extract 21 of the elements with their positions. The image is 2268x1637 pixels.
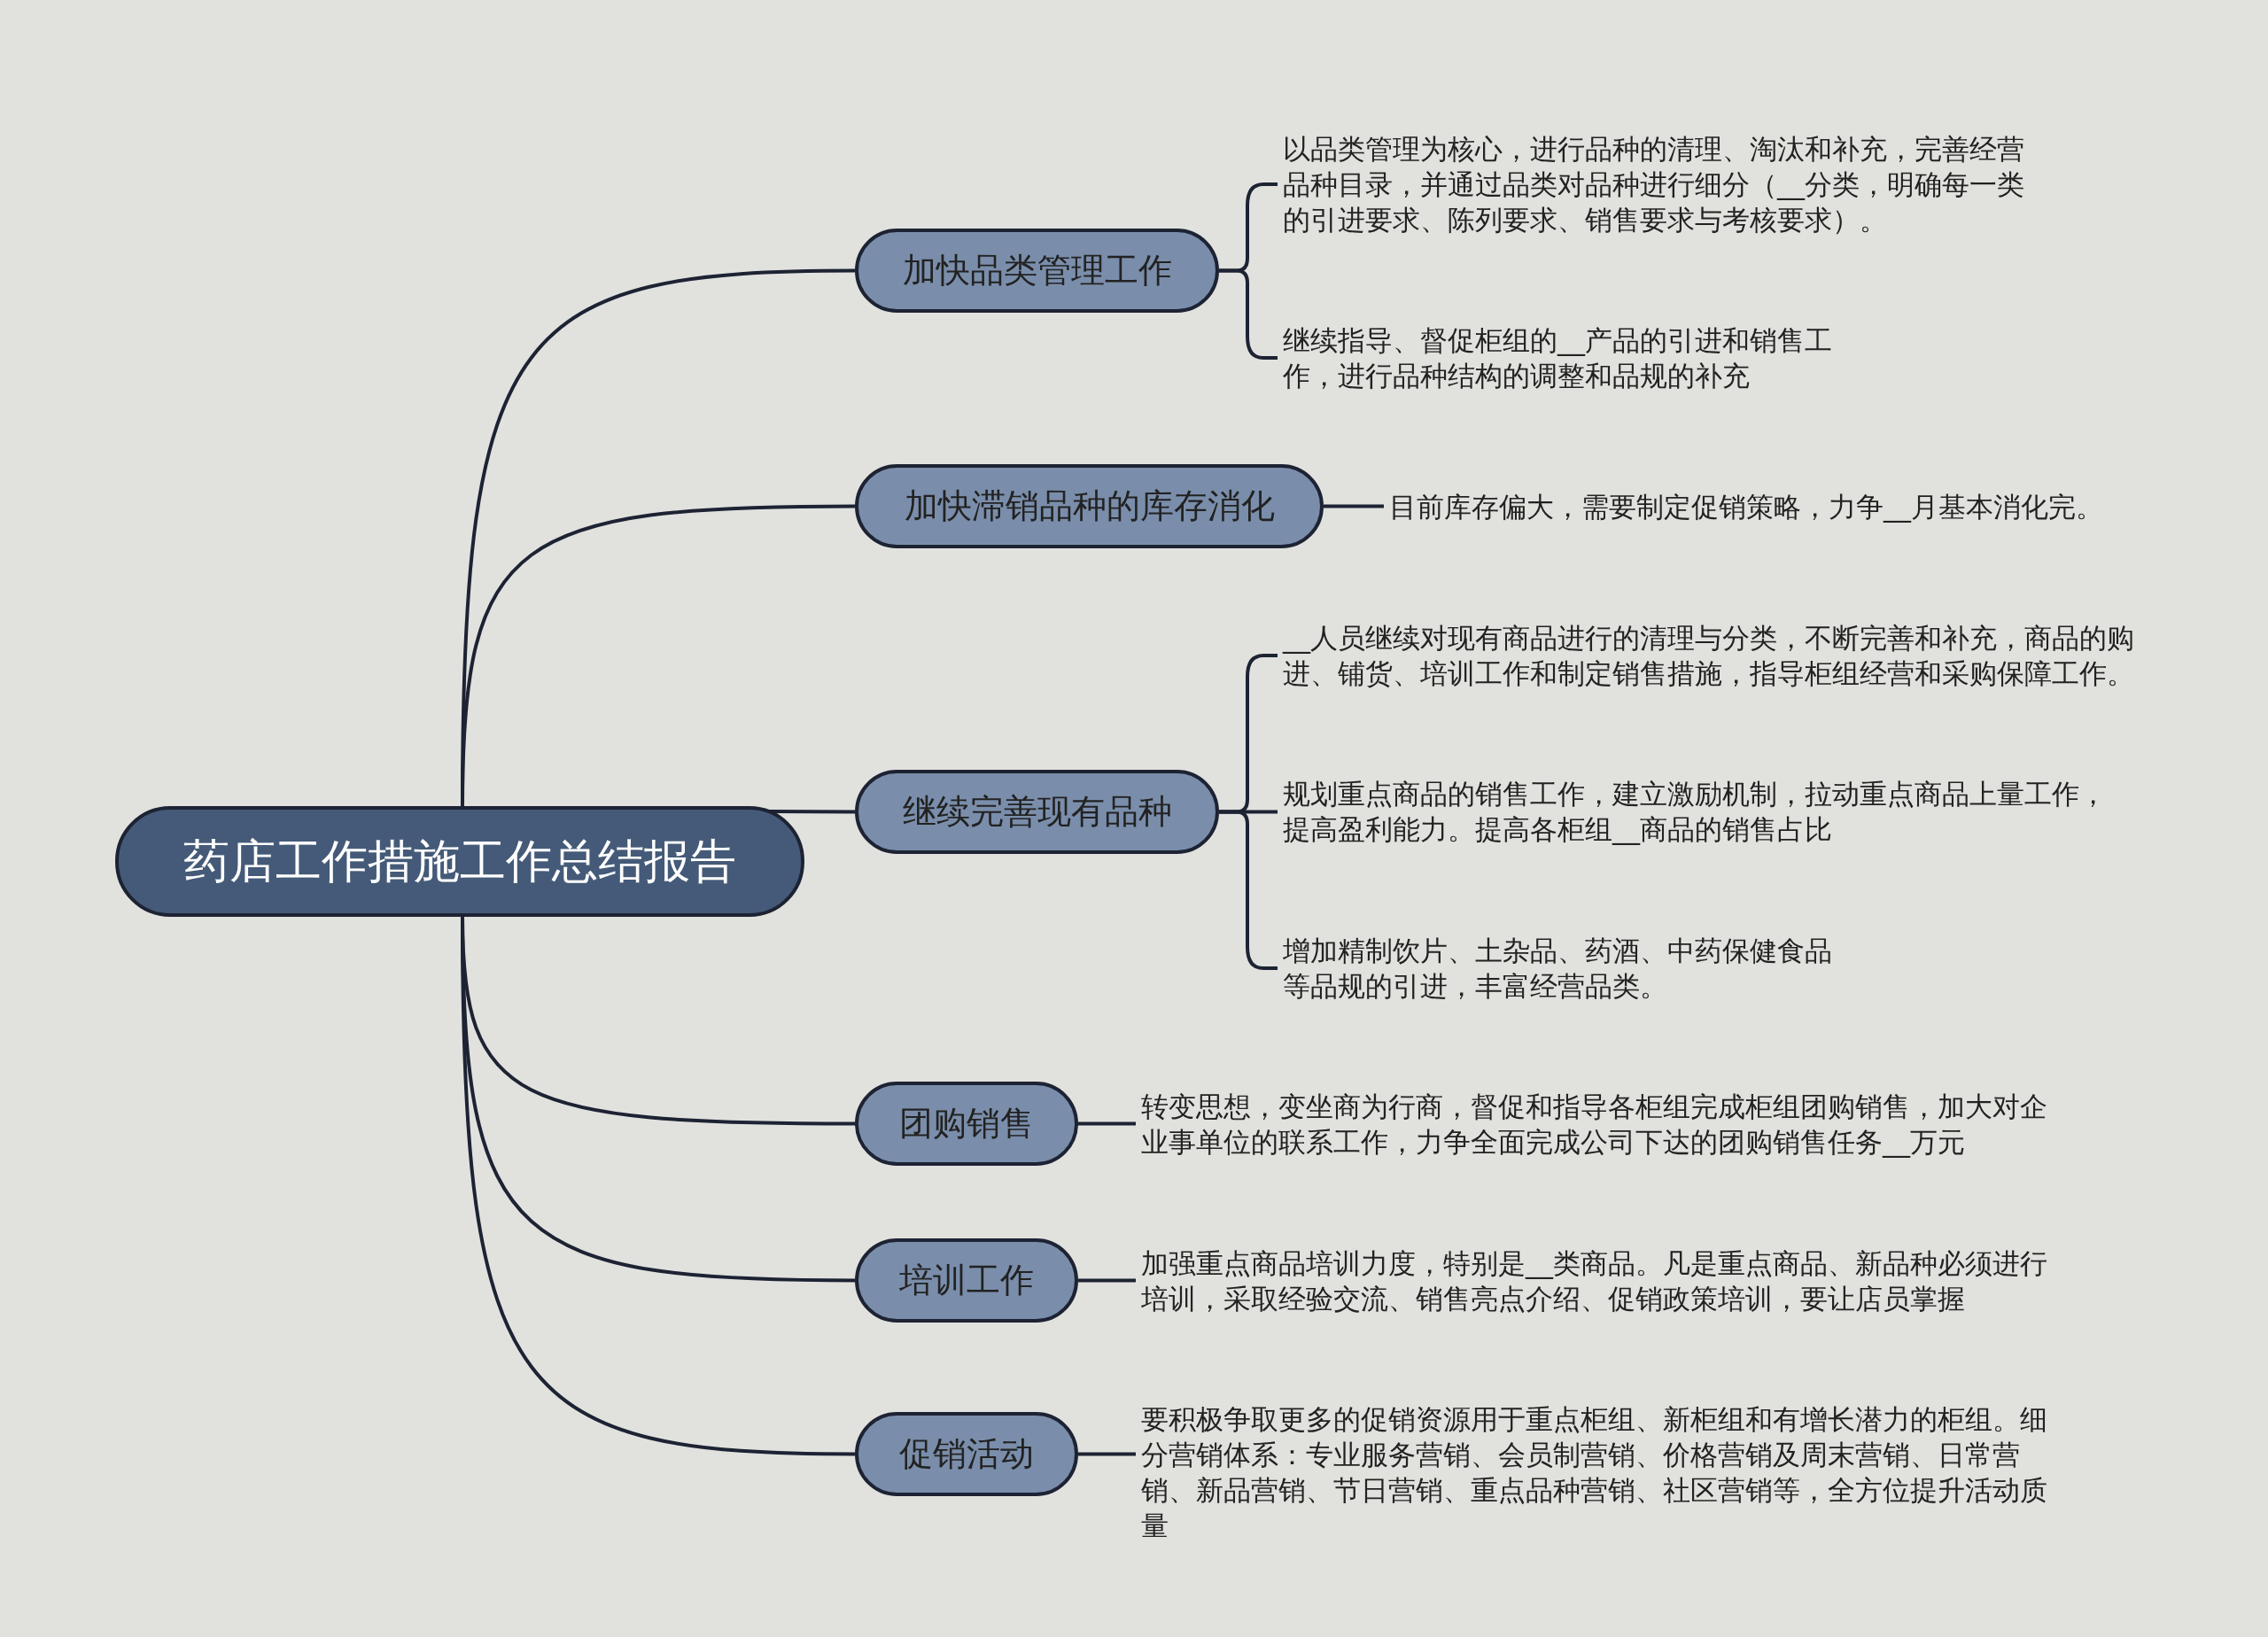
note-text: 以品类管理为核心，进行品种的清理、淘汰和补充，完善经营品种目录，并通过品类对品种进行细分（__分类，明确每一类的引进要求、陈列要求、销售要求与考核要求）。 xyxy=(1283,131,2036,237)
note-text: 目前库存偏大，需要制定促销策略，力争__月基本消化完。 xyxy=(1389,489,2103,524)
connector-line xyxy=(1078,1278,1136,1283)
note-text: 继续指导、督促柜组的__产品的引进和销售工作，进行品种结构的调整和品规的补充 xyxy=(1283,322,1859,393)
note-text: __人员继续对现有商品进行的清理与分类，不断完善和补充，商品的购进、铺货、培训工作和制定销售措施，指导柜组经营和采购保障工作。 xyxy=(1283,620,2151,691)
root-topic-box: 药店工作措施工作总结报告 xyxy=(115,806,804,917)
topic-box: 培训工作 xyxy=(855,1238,1078,1323)
note-text: 转变思想，变坐商为行商，督促和指导各柜组完成柜组团购销售，加大对企业事单位的联系工作，力争全面完成公司下达的团购销售任务__万元 xyxy=(1141,1089,2067,1160)
note-text: 要积极争取更多的促销资源用于重点柜组、新柜组和有增长潜力的柜组。细分营销体系：专业服务营销、会员制营销、价格营销及周末营销、日常营销、新品营销、节日营销、重点品种营销、社区营销等，全方位提升活动质量 xyxy=(1141,1401,2067,1543)
topic-box: 加快品类管理工作 xyxy=(855,229,1219,313)
topic-box: 促销活动 xyxy=(855,1412,1078,1496)
connector-line xyxy=(1078,1121,1136,1126)
topic-box: 团购销售 xyxy=(855,1082,1078,1166)
connector-line xyxy=(1078,1452,1136,1456)
note-text: 规划重点商品的销售工作，建立激励机制，拉动重点商品上量工作，提高盈利能力。提高各柜组__商品的销售占比 xyxy=(1283,776,2111,847)
connector-line xyxy=(1324,504,1384,508)
note-text: 加强重点商品培训力度，特别是__类商品。凡是重点商品、新品种必须进行培训，采取经验交流、销售亮点介绍、促销政策培训，要让店员掌握 xyxy=(1141,1245,2067,1316)
topic-box: 加快滞销品种的库存消化 xyxy=(855,464,1324,548)
connector-line xyxy=(769,810,855,814)
note-text: 增加精制饮片、土杂品、药酒、中药保健食品等品规的引进，丰富经营品类。 xyxy=(1283,933,1854,1004)
topic-box: 继续完善现有品种 xyxy=(855,770,1219,854)
